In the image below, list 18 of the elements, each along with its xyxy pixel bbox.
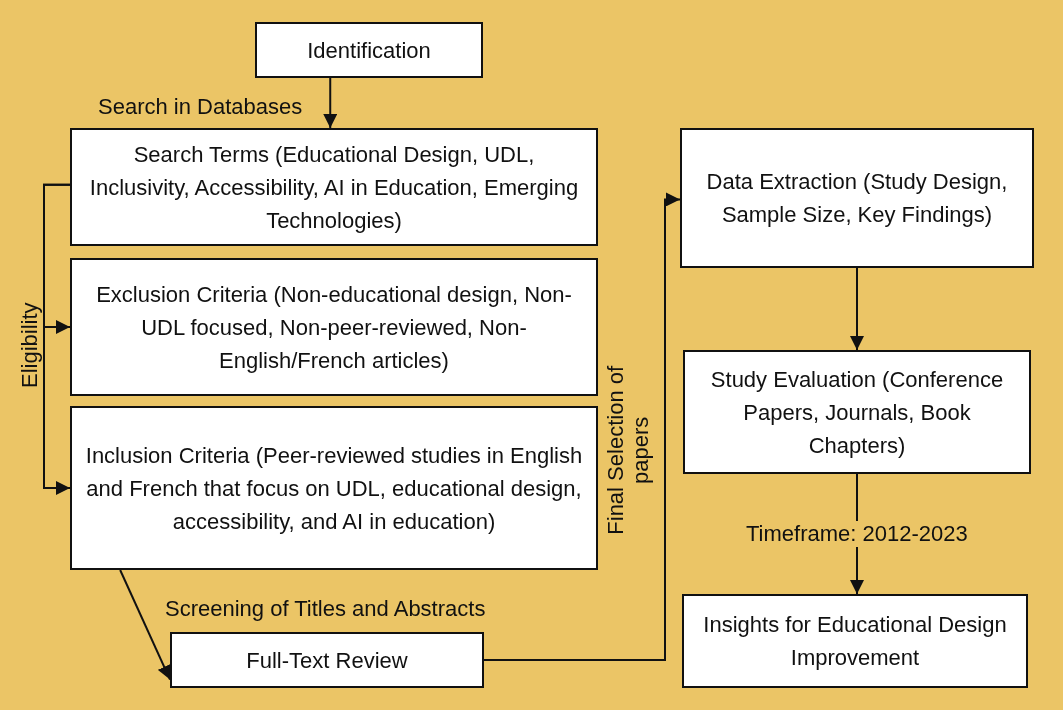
process-box: Study Evaluation (Conference Papers, Journals, Book Chapters) xyxy=(683,350,1031,474)
stage-box: Identification xyxy=(255,22,483,78)
process-box: Inclusion Criteria (Peer-reviewed studies in English and French that focus on UDL, educational design, accessibility, and AI in education) xyxy=(70,406,598,570)
arrow xyxy=(850,267,864,351)
section-label: Screening of Titles and Abstracts xyxy=(165,596,486,623)
process-box: Insights for Educational Design Improvement xyxy=(682,594,1028,688)
process-box: Data Extraction (Study Design, Sample Size, Key Findings) xyxy=(680,128,1034,268)
arrow xyxy=(483,192,681,661)
stage-label: Eligibility xyxy=(16,302,43,388)
arrow xyxy=(43,183,71,495)
arrow xyxy=(323,77,338,129)
edge-label: Timeframe: 2012-2023 xyxy=(744,521,970,547)
arrow xyxy=(119,569,171,681)
process-box: Full-Text Review xyxy=(170,632,484,688)
process-box: Search Terms (Educational Design, UDL, Inclusivity, Accessibility, AI in Education, Emerging Technologies) xyxy=(70,128,598,246)
section-label: Search in Databases xyxy=(98,94,303,121)
process-box: Exclusion Criteria (Non-educational design, Non-UDL focused, Non-peer-reviewed, Non-English/French articles) xyxy=(70,258,598,396)
stage-label: Final Selection of papers xyxy=(602,364,654,537)
